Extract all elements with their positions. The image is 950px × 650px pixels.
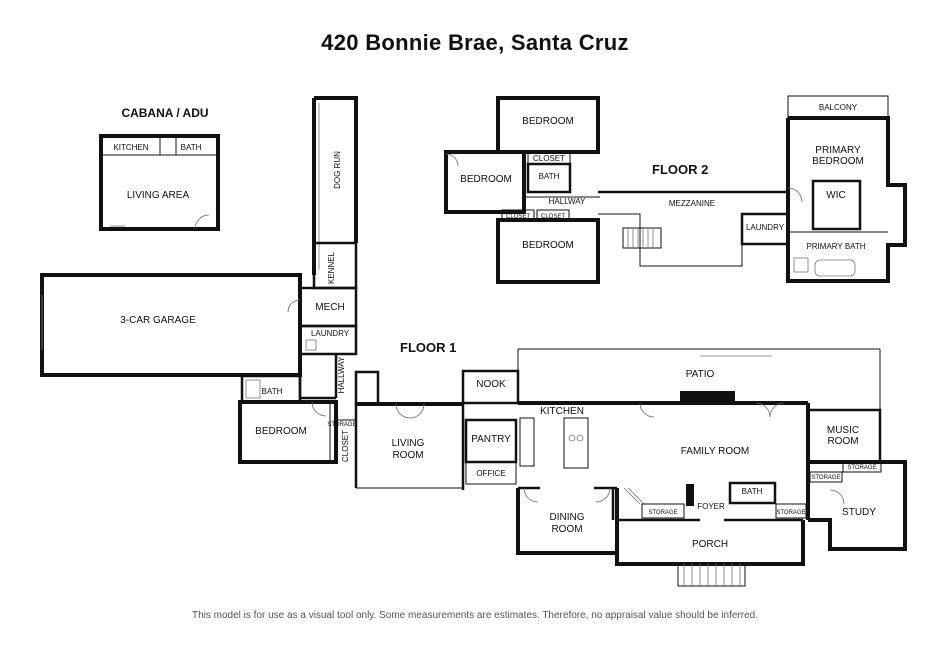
primary-bed-label-1: PRIMARY [815,145,861,156]
cabana-kitchen-label: KITCHEN [113,143,148,152]
bedroom2-left-label: BEDROOM [460,174,512,185]
patio-label: PATIO [686,369,715,380]
music-label-2: ROOM [827,436,858,447]
living-room-label-2: ROOM [392,450,423,461]
cabana-adu: CABANA / ADU KITCHEN BATH LIVING AREA [99,106,220,231]
living-room-label-1: LIVING [392,438,425,449]
primary-bed-label-2: BEDROOM [812,156,864,167]
office-label: OFFICE [476,469,505,478]
dog-run-label: DOG RUN [333,151,342,189]
cabana-living-label: LIVING AREA [127,190,190,201]
kitchen-label: KITCHEN [540,406,584,417]
storage-bed-label: STORAGE [327,422,356,428]
porch-label: PORCH [692,539,728,550]
cabana-label: CABANA / ADU [121,106,208,120]
hallway1-label: HALLWAY [337,356,346,393]
pantry-label: PANTRY [471,434,511,445]
study-label: STUDY [842,507,876,518]
laundry2-label: LAUNDRY [746,223,785,232]
disclaimer: This model is for use as a visual tool o… [191,610,759,621]
porch-stairs [677,563,746,587]
hallway2-label: HALLWAY [549,197,586,206]
primary-bath-label: PRIMARY BATH [806,242,865,251]
nook-label: NOOK [476,379,506,390]
floor2-label: FLOOR 2 [652,162,708,177]
closet2-b-label: CLOSET [541,214,565,220]
dining-label-1: DINING [550,512,585,523]
kennel-label: KENNEL [327,251,336,284]
bedroom2-top-label: BEDROOM [522,116,574,127]
closet2-a-label: CLOSET [506,214,530,220]
plan-title: 420 Bonnie Brae, Santa Cruz [321,30,629,55]
bedroom2-bottom-label: BEDROOM [522,240,574,251]
closet2-top-label: CLOSET [533,154,565,163]
garage-label: 3-CAR GARAGE [120,315,196,326]
storage-music-label: STORAGE [847,465,876,471]
storage-right-label: STORAGE [776,510,805,516]
bath-foyer-label: BATH [742,487,763,496]
mech-label: MECH [315,302,344,313]
bedroom1-label: BEDROOM [255,426,307,437]
balcony-label: BALCONY [819,103,858,112]
wic-label: WIC [826,190,845,201]
mezzanine-stairs [622,227,662,249]
laundry1-label: LAUNDRY [311,329,350,338]
floor-1: DOG RUN KENNEL MECH LAUNDRY 3-CAR GARAGE… [40,96,907,587]
bath2-label: BATH [539,172,560,181]
closet1-label: CLOSET [341,430,350,462]
foyer-label: FOYER [697,502,725,511]
bath1-label: BATH [262,387,283,396]
cabana-bath-label: BATH [181,143,202,152]
floor1-label: FLOOR 1 [400,340,456,355]
floor-2: BEDROOM BEDROOM CLOSET BATH HALLWAY CLOS… [444,95,907,284]
storage-foyer-label: STORAGE [648,510,677,516]
dining-label-2: ROOM [551,524,582,535]
music-label-1: MUSIC [827,425,859,436]
storage-study-label: STORAGE [811,475,840,481]
mezzanine-label: MEZZANINE [669,199,715,208]
family-room-label: FAMILY ROOM [681,446,750,457]
